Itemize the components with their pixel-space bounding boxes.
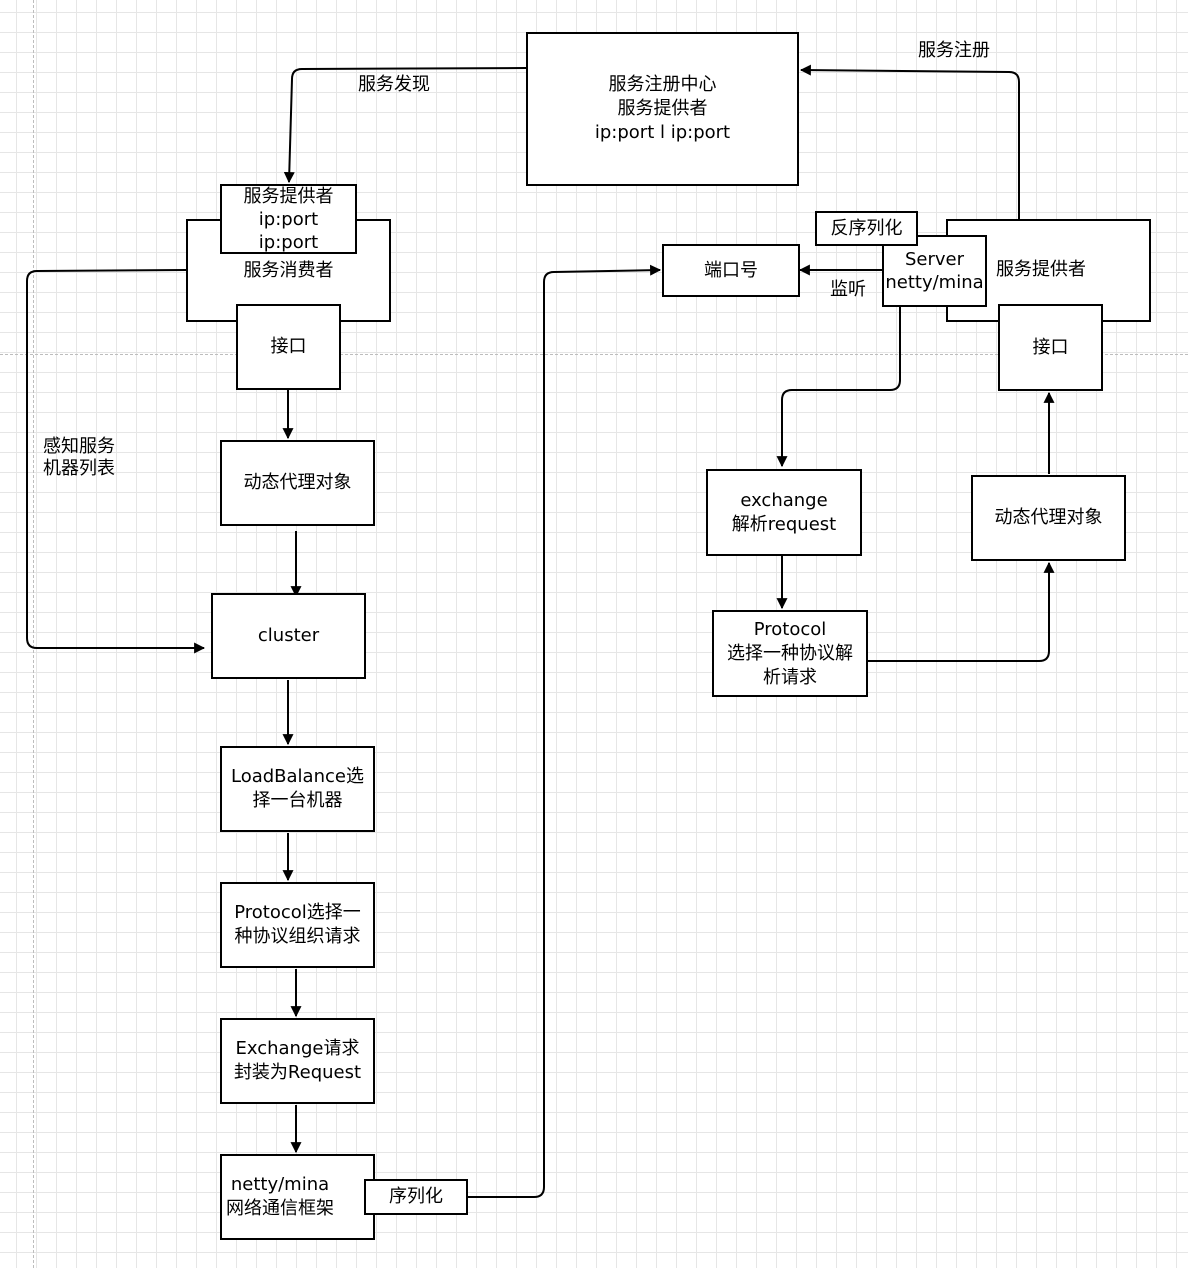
deserialize-label: 反序列化 xyxy=(830,217,903,239)
aware-label: 感知服务 机器列表 xyxy=(43,436,115,479)
loadbalance-label: LoadBalance选 择一台机器 xyxy=(231,766,364,811)
loadbalance-box: LoadBalance选 择一台机器 xyxy=(220,746,375,832)
edge-server-exchange xyxy=(776,307,901,468)
registry-center-text: 服务注册中心 服务提供者 ip:port l ip:port xyxy=(594,74,731,143)
registry-center-box: 服务注册中心 服务提供者 ip:port l ip:port xyxy=(526,32,799,186)
register-label: 服务注册 xyxy=(918,40,990,61)
consumer-exchange-label: Exchange请求 封装为Request xyxy=(233,1038,362,1083)
provider-list-box: 服务提供者 ip:port ip:port xyxy=(220,184,357,254)
provider-interface-box: 接口 xyxy=(998,304,1103,391)
serialize-label: 序列化 xyxy=(389,1186,443,1207)
page-break-vertical xyxy=(33,0,34,1268)
edge-register xyxy=(799,64,1020,219)
discovery-label: 服务发现 xyxy=(358,74,430,95)
provider-proxy-box: 动态代理对象 xyxy=(971,475,1126,561)
provider-protocol-box: Protocol 选择一种协议解 析请求 xyxy=(712,610,868,697)
provider-label: 服务提供者 xyxy=(996,258,1086,280)
port-box: 端口号 xyxy=(662,244,800,297)
consumer-label: 服务消费者 xyxy=(243,260,334,281)
consumer-interface-label: 接口 xyxy=(270,336,307,357)
deserialize-box: 反序列化 xyxy=(815,211,918,246)
consumer-exchange-box: Exchange请求 封装为Request xyxy=(220,1018,375,1104)
provider-interface-label: 接口 xyxy=(1032,336,1069,358)
page-break-horizontal xyxy=(0,354,1188,355)
edge-discovery xyxy=(283,67,527,184)
provider-list-text: 服务提供者 ip:port ip:port xyxy=(243,185,334,253)
listen-label: 监听 xyxy=(830,279,866,300)
server-label: Server netty/mina xyxy=(885,249,984,293)
transport-label: netty/mina 网络通信框架 xyxy=(226,1174,334,1219)
serialize-box: 序列化 xyxy=(364,1179,468,1215)
server-box: Server netty/mina xyxy=(882,235,987,307)
edge-aware xyxy=(26,269,206,654)
consumer-protocol-box: Protocol选择一 种协议组织请求 xyxy=(220,882,375,968)
consumer-protocol-label: Protocol选择一 种协议组织请求 xyxy=(234,902,361,947)
provider-exchange-label: exchange 解析request xyxy=(731,489,837,535)
consumer-proxy-box: 动态代理对象 xyxy=(220,440,375,526)
provider-protocol-label: Protocol 选择一种协议解 析请求 xyxy=(727,618,853,688)
consumer-interface-box: 接口 xyxy=(236,304,341,390)
port-label: 端口号 xyxy=(704,259,758,281)
cluster-label: cluster xyxy=(257,625,320,646)
provider-exchange-box: exchange 解析request xyxy=(706,469,862,556)
provider-proxy-label: 动态代理对象 xyxy=(994,507,1103,528)
edge-protocol-proxy xyxy=(868,561,1055,662)
consumer-proxy-label: 动态代理对象 xyxy=(243,472,352,493)
edge-serialize-port xyxy=(466,264,662,1198)
transport-box: netty/mina 网络通信框架 xyxy=(220,1154,375,1240)
cluster-box: cluster xyxy=(211,593,366,679)
